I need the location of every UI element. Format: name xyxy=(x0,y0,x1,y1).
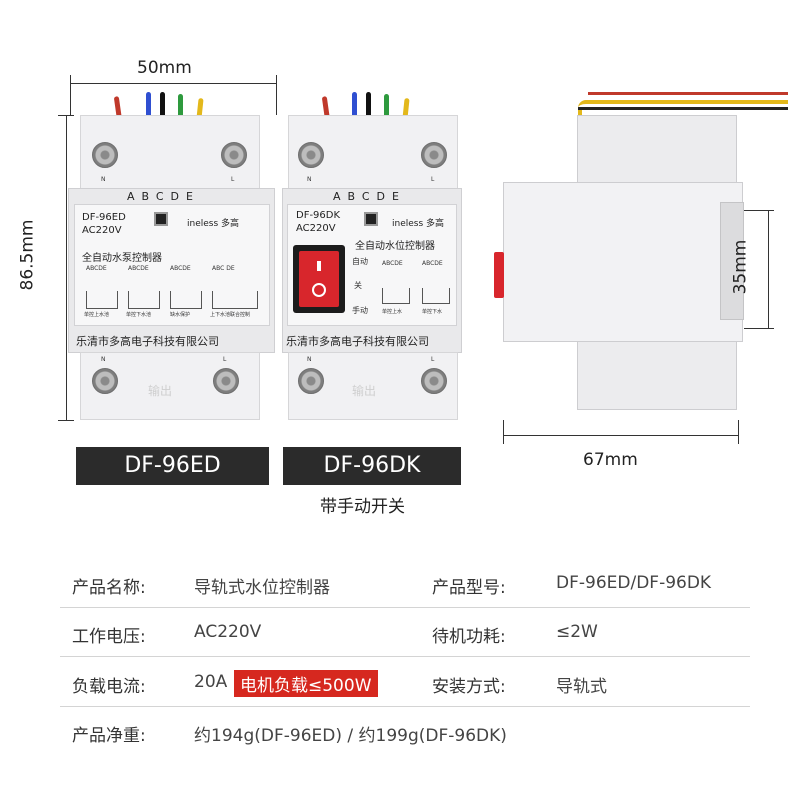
wiring-diagrams: ABCDE ABCDE ABCDE ABC DE 单控上水池 单控下水池 缺水保… xyxy=(82,265,266,318)
screw-icon xyxy=(298,368,324,394)
manual-switch-subtitle: 带手动开关 xyxy=(320,497,405,517)
side-width-dimension-line xyxy=(503,435,739,436)
brand-logo: ineless 多高 xyxy=(187,219,240,229)
height-dimension-label: 86.5mm xyxy=(17,219,38,291)
spec-row-weight: 产品净重: 约194g(DF-96ED) / 约199g(DF-96DK) xyxy=(72,726,507,746)
manual-rocker-switch[interactable] xyxy=(293,245,345,313)
model-tag-df96ed: DF-96ED xyxy=(76,447,269,485)
screw-icon xyxy=(221,142,247,168)
height-dimension-line xyxy=(66,115,67,420)
model-tag-df96dk: DF-96DK xyxy=(283,447,461,485)
width-dimension-line xyxy=(70,83,277,84)
screw-icon xyxy=(298,142,324,168)
output-label: 输出 xyxy=(148,384,173,398)
face-voltage: AC220V xyxy=(296,223,336,234)
screw-icon xyxy=(92,368,118,394)
side-height-dimension-label: 35mm xyxy=(730,239,751,295)
face-voltage: AC220V xyxy=(82,225,122,236)
indicator-led xyxy=(364,212,378,226)
indicator-led xyxy=(154,212,168,226)
divider xyxy=(60,607,750,608)
divider xyxy=(60,706,750,707)
output-label: 输出 xyxy=(352,384,377,398)
face-model: DF-96ED xyxy=(82,212,126,223)
motor-load-highlight: 电机负载≤500W xyxy=(234,670,378,697)
screw-icon xyxy=(421,368,447,394)
face-title: 全自动水位控制器 xyxy=(355,241,435,252)
terminal-letters: ABCDE xyxy=(333,190,406,203)
company-name: 乐清市多高电子科技有限公司 xyxy=(76,335,219,348)
side-width-dimension-label: 67mm xyxy=(583,450,638,470)
screw-icon xyxy=(92,142,118,168)
face-model: DF-96DK xyxy=(296,210,341,221)
spec-row-voltage: 工作电压: AC220V 待机功耗: ≤2W xyxy=(72,622,598,647)
width-dimension-label: 50mm xyxy=(137,58,192,78)
brand-logo: ineless 多高 xyxy=(392,219,445,229)
face-title: 全自动水泵控制器 xyxy=(82,253,162,264)
company-name: 乐清市多高电子科技有限公司 xyxy=(286,335,429,348)
screw-icon xyxy=(421,142,447,168)
switch-side-icon xyxy=(494,252,504,298)
wiring-diagrams: ABCDE ABCDE 单控上水 单控下水 xyxy=(380,260,454,318)
spec-row-name: 产品名称: 导轨式水位控制器 产品型号: DF-96ED/DF-96DK xyxy=(72,573,712,598)
terminal-letters: ABCDE xyxy=(127,190,200,203)
spec-row-current: 负载电流: 20A 电机负载≤500W 安装方式: 导轨式 xyxy=(72,670,607,697)
divider xyxy=(60,656,750,657)
screw-icon xyxy=(213,368,239,394)
side-height-dimension-line xyxy=(768,210,769,328)
